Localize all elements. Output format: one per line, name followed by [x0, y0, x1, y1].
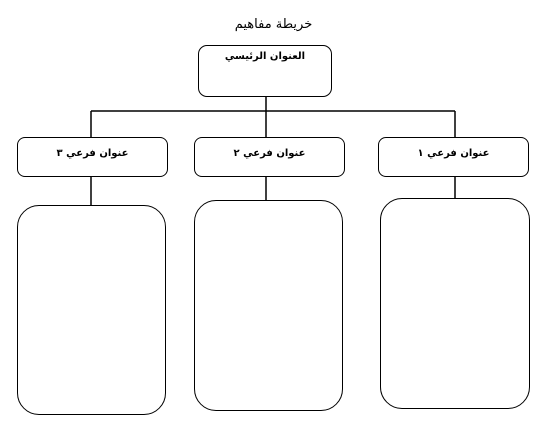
subtopic-box-2[interactable]: عنوان فرعي ٢	[194, 137, 345, 177]
content-box-3[interactable]	[17, 205, 166, 415]
subtopic-box-1[interactable]: عنوان فرعي ١	[378, 137, 529, 177]
subtopic-label-1: عنوان فرعي ١	[417, 148, 490, 159]
subtopic-label-2: عنوان فرعي ٢	[233, 148, 306, 159]
page-title: خريطة مفاهيم	[234, 17, 313, 32]
content-box-2[interactable]	[194, 200, 343, 411]
subtopic-box-3[interactable]: عنوان فرعي ٣	[17, 137, 168, 177]
main-topic-box[interactable]: العنوان الرئيسي	[198, 45, 332, 97]
main-topic-label: العنوان الرئيسي	[224, 51, 306, 62]
subtopic-label-3: عنوان فرعي ٣	[56, 148, 129, 159]
content-box-1[interactable]	[380, 198, 530, 409]
